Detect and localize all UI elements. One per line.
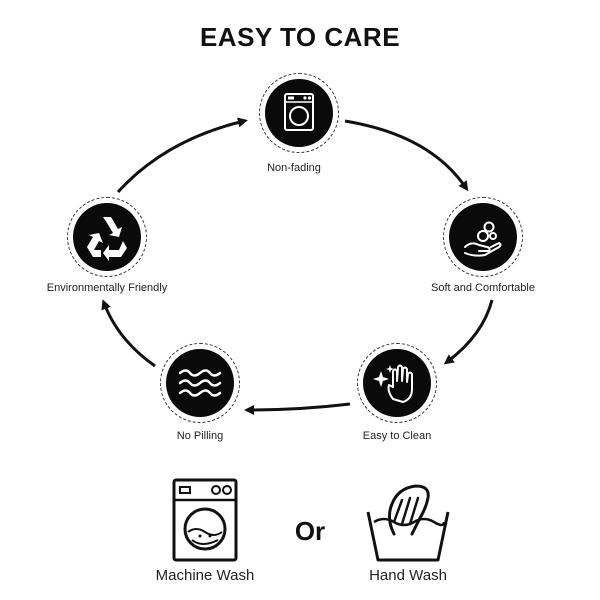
or-text: Or xyxy=(294,516,326,546)
node-no-pilling xyxy=(160,343,240,423)
recycle-icon xyxy=(87,217,127,261)
label-non-fading: Non-fading xyxy=(267,162,321,174)
sparkle-hand-icon xyxy=(373,364,413,403)
machine-wash-icon xyxy=(172,478,238,562)
arrow-clean-to-nopilling xyxy=(244,402,351,415)
arrow-env-to-nonfading xyxy=(116,117,248,194)
node-environmentally-friendly xyxy=(67,197,147,277)
label-environmentally-friendly: Environmentally Friendly xyxy=(46,282,168,294)
arrow-nopilling-to-env xyxy=(101,299,156,368)
label-soft-comfortable: Soft and Comfortable xyxy=(431,282,535,294)
label-no-pilling: No Pilling xyxy=(176,430,224,442)
hand-bubbles-icon xyxy=(464,221,502,257)
node-non-fading xyxy=(259,73,339,153)
node-easy-to-clean xyxy=(357,343,437,423)
node-soft-comfortable xyxy=(443,197,523,277)
arrow-soft-to-clean xyxy=(443,299,494,365)
machine-wash-label: Machine Wash xyxy=(155,567,255,584)
washing-machine-icon xyxy=(284,93,314,131)
hand-wash-label: Hand Wash xyxy=(369,567,447,584)
arrow-nonfading-to-soft xyxy=(344,119,469,192)
label-easy-to-clean: Easy to Clean xyxy=(362,430,432,442)
page-title: EASY TO CARE xyxy=(199,22,401,52)
waves-icon xyxy=(178,369,222,397)
hand-wash-icon xyxy=(366,484,450,562)
